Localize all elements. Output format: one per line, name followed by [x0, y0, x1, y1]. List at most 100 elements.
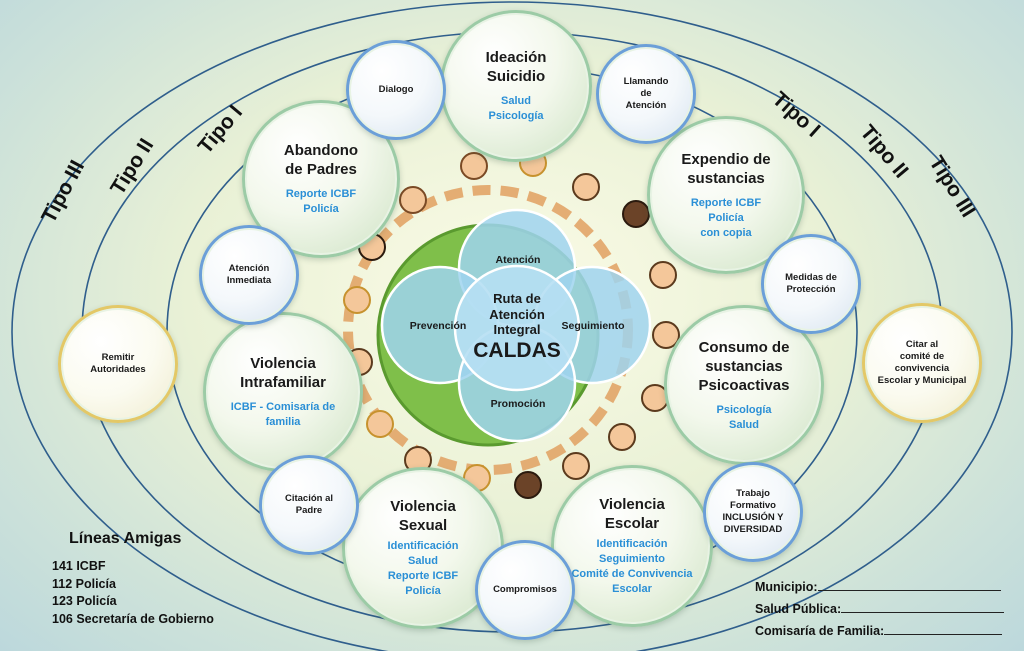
detail-line: Policía: [708, 211, 744, 224]
petal-seguimiento: Seguimiento: [561, 320, 625, 332]
detail-line: con copia: [700, 226, 752, 239]
title-line: Intrafamiliar: [240, 374, 326, 391]
text-line: Remitir: [101, 352, 135, 363]
detail-line: Psicología: [716, 403, 772, 416]
center-line-3: Integral: [493, 322, 541, 337]
detail-line: Policía: [405, 585, 441, 597]
lineas-amigas-title: Líneas Amigas: [69, 530, 182, 547]
salud-publica-line[interactable]: [841, 599, 1005, 613]
text-line: INCLUSIÓN Y: [722, 512, 784, 523]
bubble-detail: Reporte ICBF Policía con copia: [691, 196, 761, 241]
center-main: CALDAS: [473, 338, 561, 362]
title-line: Sexual: [398, 517, 448, 534]
text-line: Formativo: [730, 500, 776, 511]
title-line: Psicoactivas: [698, 376, 790, 394]
text-line: Trabajo: [736, 488, 770, 499]
detail-line: Salud: [501, 95, 531, 107]
comisaria-line[interactable]: [884, 621, 1003, 635]
petal-promocion: Promoción: [490, 398, 546, 410]
linea-item: 112 Policía: [52, 576, 116, 591]
center-petals: [380, 208, 652, 443]
title-line: Violencia: [390, 498, 456, 515]
detail-line: Policía: [303, 203, 339, 215]
text-line: Medidas de: [785, 272, 837, 283]
center-title: Ruta de Atención Integral CALDAS: [462, 291, 572, 363]
municipio-line[interactable]: [817, 577, 1001, 591]
title-line: de Padres: [285, 161, 357, 178]
text-line: Citación al: [284, 493, 334, 504]
text-line: Llamando: [623, 76, 669, 87]
municipio-field[interactable]: Municipio:: [755, 576, 1004, 598]
signature-fields: Municipio: Salud Pública: Comisaría de F…: [755, 576, 1005, 642]
center-line-2: Atención: [489, 306, 545, 322]
text-line: Autoridades: [90, 364, 146, 375]
bubble-text: Compromisos: [493, 584, 557, 595]
detail-line: Seguimiento: [598, 553, 665, 565]
linea-item: 141 ICBF: [52, 559, 106, 573]
petal-atencion: Atención: [495, 254, 541, 266]
salud-publica-label: Salud Pública:: [755, 602, 842, 616]
detail-line: ICBF - Comisaría de: [230, 401, 336, 413]
text-line: Padre: [295, 505, 323, 516]
text-line: comité de: [899, 351, 945, 362]
bubble-text: Dialogo: [378, 84, 414, 95]
text-line: Citar al: [905, 339, 939, 350]
lineas-amigas-panel: Líneas Amigas 141 ICBF 112 Policía 123 P…: [52, 530, 214, 628]
bubble-dialogo: Dialogo: [346, 40, 446, 140]
detail-line: Identificación: [596, 538, 668, 550]
text-line: Escolar y Municipal: [877, 375, 967, 386]
text-line: Protección: [786, 284, 836, 295]
text-line: Atención: [625, 100, 667, 111]
text-line: de: [640, 88, 652, 99]
municipio-label: Municipio:: [755, 580, 818, 594]
detail-line: Reporte ICBF: [690, 196, 762, 209]
title-line: Abandono: [283, 142, 359, 159]
salud-publica-field[interactable]: Salud Pública:: [755, 598, 1005, 620]
text-line: Atención: [228, 263, 270, 274]
detail-line: familia: [265, 416, 301, 428]
title-line: Escolar: [604, 515, 660, 532]
title-line: Expendio de: [681, 150, 771, 168]
title-line: Ideación: [485, 49, 547, 66]
text-line: Inmediata: [226, 275, 272, 286]
title-line: sustancias: [705, 357, 783, 375]
detail-line: Salud: [729, 418, 759, 431]
comisaria-label: Comisaría de Familia:: [755, 624, 885, 638]
linea-item: 106 Secretaría de Gobierno: [52, 611, 214, 626]
text-line: DIVERSIDAD: [723, 524, 783, 535]
title-line: Suicidio: [486, 68, 546, 85]
title-line: Violencia: [599, 496, 665, 513]
linea-item: 123 Policía: [52, 594, 117, 608]
comisaria-field[interactable]: Comisaría de Familia:: [755, 620, 1004, 642]
detail-line: Identificación: [387, 540, 459, 552]
detail-line: Reporte ICBF: [387, 570, 459, 582]
detail-line: Comité de Convivencia: [571, 568, 693, 580]
detail-line: Reporte ICBF: [285, 188, 357, 200]
